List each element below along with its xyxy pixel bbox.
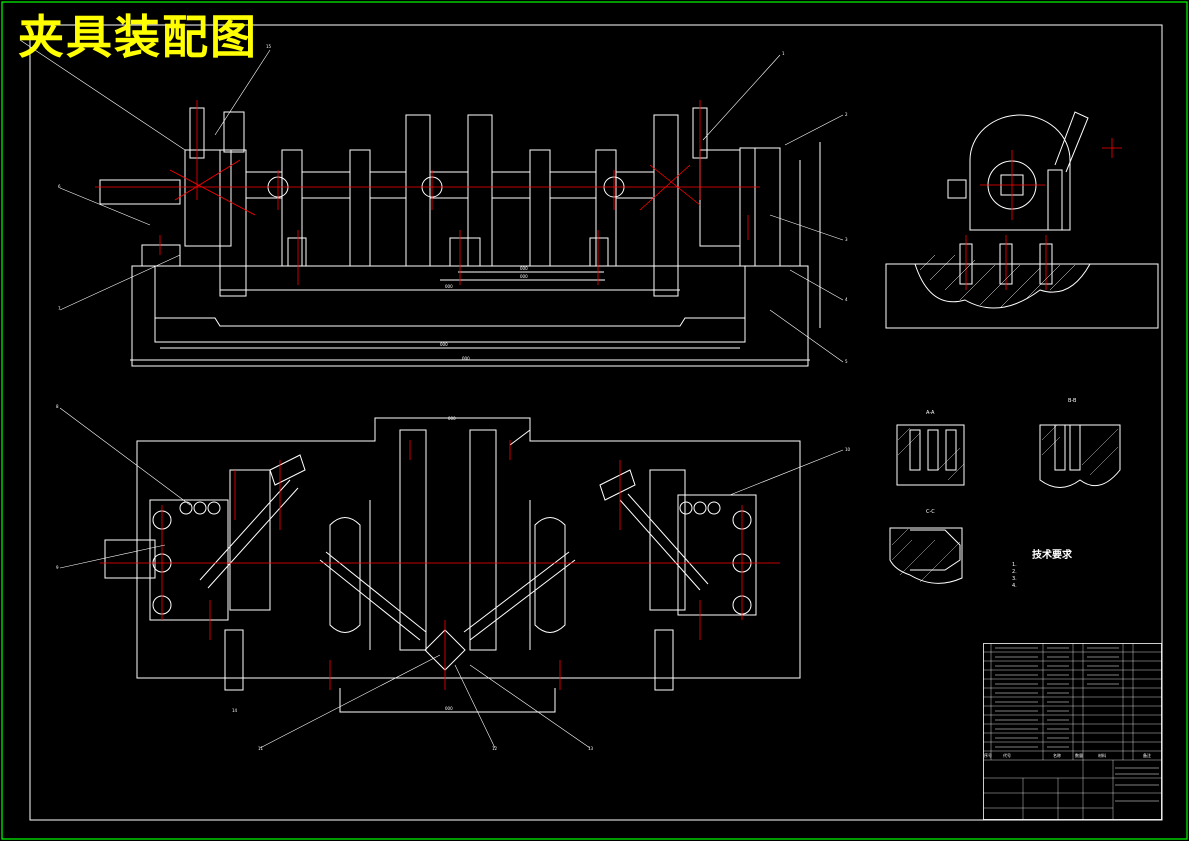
side-view xyxy=(885,111,1159,329)
callout-number: 9 xyxy=(56,565,59,570)
front-centerlines xyxy=(95,100,760,285)
side-hatch xyxy=(919,254,1076,309)
callout-number: 10 xyxy=(845,447,851,452)
side-centerlines xyxy=(965,138,1122,290)
inner-frame xyxy=(29,24,1163,821)
callout-number: 11 xyxy=(258,746,264,751)
section-label-aa: A-A xyxy=(926,410,935,416)
tb-header: 材料 xyxy=(1098,752,1106,758)
front-view xyxy=(99,107,821,367)
section-label-cc: C-C xyxy=(926,509,935,515)
svg-text:000: 000 xyxy=(445,706,453,711)
callout-number: 4 xyxy=(845,297,848,302)
svg-text:000: 000 xyxy=(520,274,528,279)
tech-requirement-line: 1. xyxy=(1012,562,1017,568)
drawing-title: 夹具装配图 xyxy=(18,10,258,64)
svg-text:000: 000 xyxy=(520,266,528,271)
callout-number: 2 xyxy=(845,112,848,117)
tb-header: 代号 xyxy=(1003,752,1011,758)
tb-header: 数量 xyxy=(1075,752,1083,758)
callout-number: 14 xyxy=(232,708,238,713)
title-block: 序号 代号 名称 数量 材料 备注 xyxy=(983,643,1162,820)
callout-number: 6 xyxy=(58,184,61,189)
section-label-bb: B-B xyxy=(1068,398,1077,404)
svg-text:000: 000 xyxy=(462,356,470,361)
callout-number: 13 xyxy=(588,746,594,751)
callout-number: 8 xyxy=(56,404,59,409)
tech-requirements: 技术要求 1. 2. 3. 4. xyxy=(1012,546,1072,589)
leader-lines xyxy=(19,39,844,749)
tech-requirement-line: 3. xyxy=(1012,576,1017,582)
callout-number: 7 xyxy=(58,306,61,311)
callout-number: 5 xyxy=(845,359,848,364)
section-views xyxy=(889,424,1121,584)
tb-header: 备注 xyxy=(1143,752,1151,758)
tb-header: 名称 xyxy=(1053,752,1061,758)
tb-header: 序号 xyxy=(984,752,992,758)
svg-text:000: 000 xyxy=(440,342,448,347)
svg-text:000: 000 xyxy=(448,416,456,421)
top-centerlines xyxy=(100,440,780,690)
section-hatch xyxy=(891,424,1119,583)
callout-number: 1 xyxy=(782,51,785,56)
callout-number: 12 xyxy=(492,746,498,751)
svg-text:000: 000 xyxy=(445,284,453,289)
dimension-numbers: 000 000 000 000 000 000 000 xyxy=(440,266,528,711)
callout-number: 15 xyxy=(266,44,272,49)
tech-requirements-heading: 技术要求 xyxy=(1032,550,1072,561)
top-view xyxy=(104,417,801,713)
tech-requirement-line: 4. xyxy=(1012,583,1017,589)
tech-requirement-line: 2. xyxy=(1012,569,1017,575)
callout-number: 3 xyxy=(845,237,848,242)
